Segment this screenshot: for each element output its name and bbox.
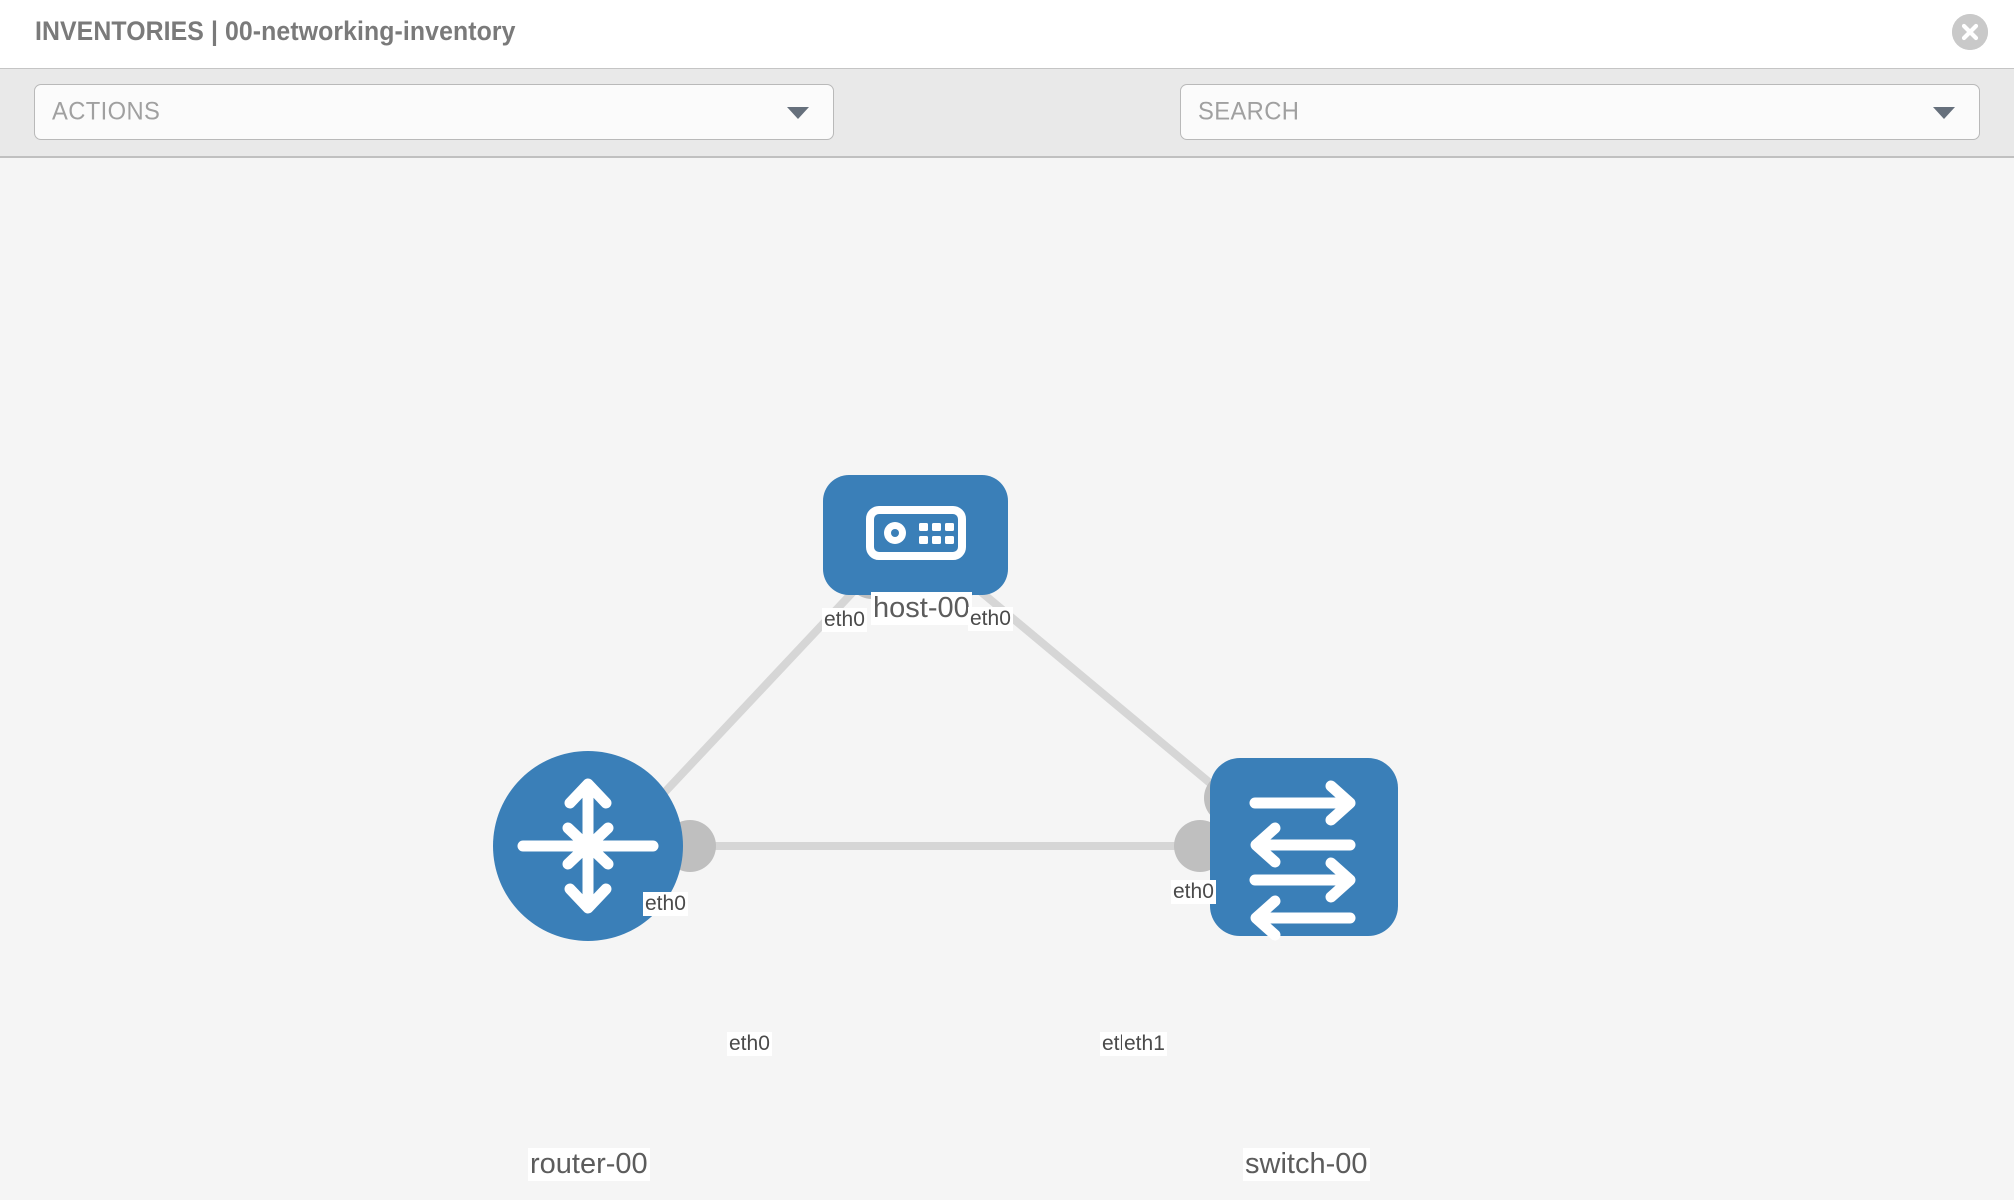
iface-label-router-right: eth0 [727,1032,772,1057]
node-host-00[interactable] [823,475,1008,595]
iface-label-router-up: eth0 [643,892,688,917]
search-placeholder: SEARCH [1198,97,1300,126]
switch-icon [1249,780,1356,941]
router-icon [517,778,659,914]
actions-dropdown-label: ACTIONS [52,97,161,126]
toolbar: ACTIONS SEARCH [0,68,2014,195]
close-icon[interactable] [1952,14,1988,50]
search-input[interactable]: SEARCH [1180,84,1980,140]
server-icon [866,506,966,560]
node-switch-00[interactable] [1210,758,1398,941]
titlebar: INVENTORIES | 00-networking-inventory [0,0,2014,68]
node-label-switch-00: switch-00 [1243,1148,1370,1182]
iface-label-switch-left: eth1 [1122,1032,1167,1057]
chevron-down-icon [787,107,809,119]
node-label-router-00: router-00 [528,1148,650,1182]
topology-graph [493,475,1398,941]
node-router-00[interactable] [493,751,683,941]
close-icon-glyph [1952,14,1988,50]
iface-label-switch-up: eth0 [1171,880,1216,905]
iface-label-host-left: eth0 [822,608,867,633]
iface-label-host-right: eth0 [968,607,1013,632]
page-title: INVENTORIES | 00-networking-inventory [35,16,516,46]
topology-canvas[interactable]: host-00 router-00 switch-00 eth0 eth0 et… [0,158,2014,1200]
actions-dropdown[interactable]: ACTIONS [34,84,834,140]
node-label-host-00: host-00 [871,592,972,626]
chevron-down-icon [1933,107,1955,119]
